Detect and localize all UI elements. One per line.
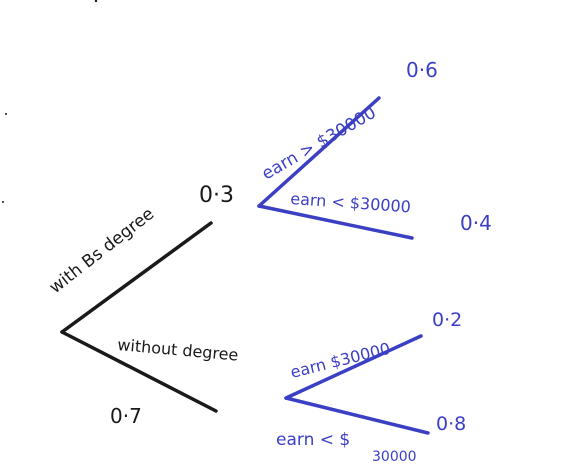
label-with-degree: with Bs degree [46,204,158,298]
without-degree-branches [284,334,430,435]
branch-earn-low-with-degree [257,204,414,240]
label-earn-low-without-degree: earn < $ [276,430,350,450]
label-without-degree: without degree [117,335,240,365]
root-branches [60,221,218,413]
branch-with-degree [60,221,213,334]
prob-earn-high-without-degree: 0·2 [432,309,462,331]
stray-mark [94,0,98,3]
label-earn-low-with-degree: earn < $30000 [290,189,412,216]
branch-without-degree [60,330,218,413]
prob-with-degree: 0·3 [199,183,234,208]
prob-without-degree: 0·7 [110,404,142,428]
branch-earn-high-with-degree [257,96,381,208]
with-degree-branches [257,96,414,240]
label-earn-low-without-degree-amount: 30000 [372,449,417,465]
prob-earn-high-with-degree: 0·6 [406,58,438,82]
prob-earn-low-without-degree: 0·8 [436,413,466,435]
stray-mark [5,113,7,115]
label-earn-high-with-degree: earn > $30000 [259,103,380,184]
branch-earn-high-without-degree [284,334,423,400]
prob-earn-low-with-degree: 0·4 [460,211,492,235]
branch-earn-low-without-degree [284,396,430,435]
label-earn-high-without-degree: earn $30000 [288,339,392,382]
stray-mark [2,201,4,203]
